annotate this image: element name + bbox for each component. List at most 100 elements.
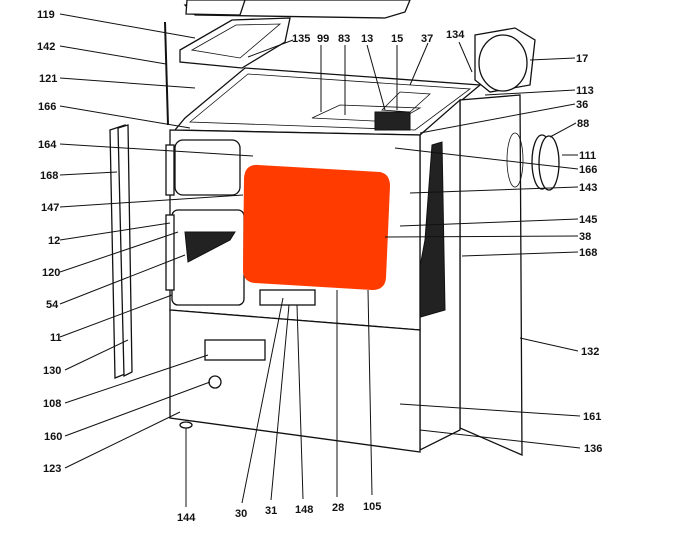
part-labels: 1191421211661641681471212054111301081601… bbox=[37, 9, 602, 524]
leader-line bbox=[241, 297, 284, 504]
side-panel bbox=[459, 94, 523, 456]
leader-line bbox=[59, 143, 254, 157]
flue-collar bbox=[478, 34, 528, 92]
part-label-11: 11 bbox=[50, 332, 62, 344]
upper-door bbox=[174, 139, 241, 196]
part-label-168: 168 bbox=[579, 247, 597, 259]
leader-line bbox=[59, 254, 186, 305]
part-label-123: 123 bbox=[43, 463, 61, 475]
ash-pan-handle bbox=[204, 339, 266, 361]
leader-line bbox=[296, 304, 304, 500]
part-label-136: 136 bbox=[584, 443, 602, 455]
leader-line bbox=[409, 186, 579, 194]
cover-disc bbox=[538, 135, 560, 191]
part-label-142: 142 bbox=[37, 41, 55, 53]
part-label-143: 143 bbox=[579, 182, 597, 194]
leader-line bbox=[419, 103, 576, 134]
leader-line bbox=[461, 251, 579, 257]
part-label-17: 17 bbox=[576, 53, 588, 65]
leader-line bbox=[64, 381, 211, 437]
leader-line bbox=[399, 403, 581, 417]
lid-frame bbox=[179, 17, 291, 69]
part-label-13: 13 bbox=[361, 33, 373, 45]
part-label-113: 113 bbox=[576, 85, 594, 97]
control-box bbox=[374, 111, 411, 131]
leader-line bbox=[59, 45, 167, 65]
foot bbox=[179, 421, 193, 429]
part-label-12: 12 bbox=[48, 235, 60, 247]
highlighted-glass-panel[interactable] bbox=[243, 164, 390, 290]
baffle-part bbox=[311, 104, 422, 123]
leader-line bbox=[529, 57, 576, 61]
part-label-144: 144 bbox=[177, 512, 196, 524]
leader-line bbox=[59, 105, 191, 129]
part-label-164: 164 bbox=[38, 139, 57, 151]
air-vent bbox=[259, 289, 316, 306]
part-label-83: 83 bbox=[338, 33, 350, 45]
leader-line bbox=[367, 289, 373, 496]
leader-line bbox=[59, 77, 196, 89]
leader-line bbox=[64, 339, 129, 371]
leader-line bbox=[59, 231, 179, 273]
leader-line bbox=[484, 89, 576, 96]
part-label-88: 88 bbox=[577, 118, 589, 130]
part-label-38: 38 bbox=[579, 231, 591, 243]
grille-part bbox=[185, 0, 246, 16]
part-label-121: 121 bbox=[39, 73, 57, 85]
part-label-36: 36 bbox=[576, 99, 588, 111]
part-label-130: 130 bbox=[43, 365, 61, 377]
part-label-119: 119 bbox=[37, 9, 55, 21]
base-frame bbox=[169, 309, 421, 453]
part-label-99: 99 bbox=[317, 33, 329, 45]
part-label-54: 54 bbox=[46, 299, 59, 311]
leveling-roller bbox=[208, 375, 222, 389]
leader-line bbox=[366, 44, 386, 111]
leader-line bbox=[394, 147, 579, 170]
part-label-161: 161 bbox=[583, 411, 601, 423]
part-label-30: 30 bbox=[235, 508, 247, 520]
leader-line bbox=[59, 294, 173, 338]
part-label-31: 31 bbox=[265, 505, 277, 517]
leader-line bbox=[59, 171, 118, 176]
hinge-upper bbox=[165, 144, 175, 196]
leader-line bbox=[64, 354, 209, 404]
bracket-part bbox=[381, 91, 431, 113]
leader-lines bbox=[59, 13, 581, 507]
leader-line bbox=[549, 122, 577, 138]
part-label-134: 134 bbox=[446, 29, 465, 41]
side-panel-opening bbox=[506, 132, 524, 188]
part-label-135: 135 bbox=[292, 33, 310, 45]
leader-line bbox=[247, 39, 294, 58]
part-label-145: 145 bbox=[579, 214, 597, 226]
part-label-111: 111 bbox=[579, 150, 596, 162]
part-label-160: 160 bbox=[44, 431, 62, 443]
part-label-166: 166 bbox=[38, 101, 56, 113]
leader-line bbox=[270, 304, 290, 501]
lid-frame-inner bbox=[190, 23, 282, 59]
part-label-28: 28 bbox=[332, 502, 344, 514]
leader-line bbox=[409, 42, 429, 86]
part-label-166: 166 bbox=[579, 164, 597, 176]
leader-line bbox=[519, 337, 579, 352]
leader-line bbox=[399, 218, 579, 227]
grate-part bbox=[184, 231, 236, 263]
leader-line bbox=[64, 411, 181, 469]
firebox-door bbox=[171, 209, 245, 306]
leader-line bbox=[59, 194, 244, 208]
part-label-105: 105 bbox=[363, 501, 381, 513]
leader-line bbox=[59, 13, 196, 39]
hinge-lower bbox=[165, 214, 175, 291]
part-label-37: 37 bbox=[421, 33, 433, 45]
part-label-132: 132 bbox=[581, 346, 599, 358]
part-label-120: 120 bbox=[42, 267, 60, 279]
part-label-15: 15 bbox=[391, 33, 403, 45]
leader-line bbox=[458, 41, 473, 73]
part-label-108: 108 bbox=[43, 398, 61, 410]
leader-line bbox=[419, 429, 581, 449]
leader-line bbox=[384, 235, 579, 238]
top-opening bbox=[188, 73, 472, 131]
door-seal bbox=[117, 124, 133, 378]
leader-line bbox=[59, 222, 171, 241]
